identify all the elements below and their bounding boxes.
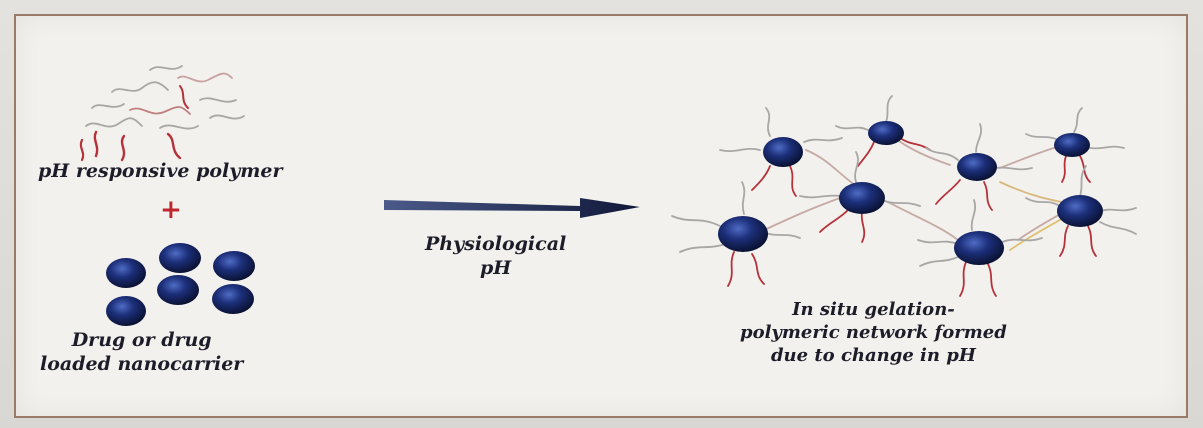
drug-label-line: loaded nanocarrier: [40, 352, 243, 376]
nanoparticle: [957, 153, 997, 181]
result-label-line: due to change in pH: [740, 344, 1007, 367]
free-polymer-chains: [81, 66, 244, 160]
nanoparticle: [1054, 133, 1090, 157]
nanoparticle: [157, 275, 199, 305]
polymer-chain: [95, 132, 97, 156]
nanoparticle: [1057, 195, 1103, 227]
nanoparticle: [954, 231, 1004, 265]
polymer-chain: [160, 125, 198, 128]
nanoparticle: [213, 251, 255, 281]
polymer-chain: [168, 134, 180, 158]
nanoparticle: [106, 258, 146, 288]
drug-nanocarriers: [106, 243, 255, 326]
nanoparticle: [159, 243, 201, 273]
polymer-chain: [130, 107, 190, 114]
nanoparticle: [212, 284, 254, 314]
reaction-arrow: [384, 198, 640, 218]
polymer-chain: [180, 86, 188, 108]
polymer-chain: [200, 98, 236, 101]
drug-label: Drug or drug loaded nanocarrier: [40, 328, 243, 376]
polymer-chain: [86, 118, 142, 126]
nanoparticle: [718, 216, 768, 252]
polymer-chain: [92, 104, 124, 108]
arrow-label-line: Physiological: [425, 232, 566, 256]
polymer-label: pH responsive polymer: [38, 160, 283, 182]
drug-label-line: Drug or drug: [40, 328, 243, 352]
arrow-label-line: pH: [425, 256, 566, 280]
result-label-line: In situ gelation-: [740, 298, 1007, 321]
plus-sign: +: [160, 195, 182, 225]
result-label: In situ gelation- polymeric network form…: [740, 298, 1007, 367]
arrow-label: Physiological pH: [425, 232, 566, 280]
result-label-line: polymeric network formed: [740, 321, 1007, 344]
nanoparticle: [106, 296, 146, 326]
polymeric-network: [672, 96, 1136, 296]
polymer-chain: [210, 115, 244, 118]
nanoparticle: [839, 182, 885, 214]
polymer-chain: [150, 66, 182, 70]
polymer-chain: [178, 74, 232, 82]
nanoparticle: [868, 121, 904, 145]
polymer-chain: [112, 82, 168, 92]
polymer-chain: [122, 136, 124, 160]
polymer-chain: [81, 140, 83, 160]
nanoparticle: [763, 137, 803, 167]
